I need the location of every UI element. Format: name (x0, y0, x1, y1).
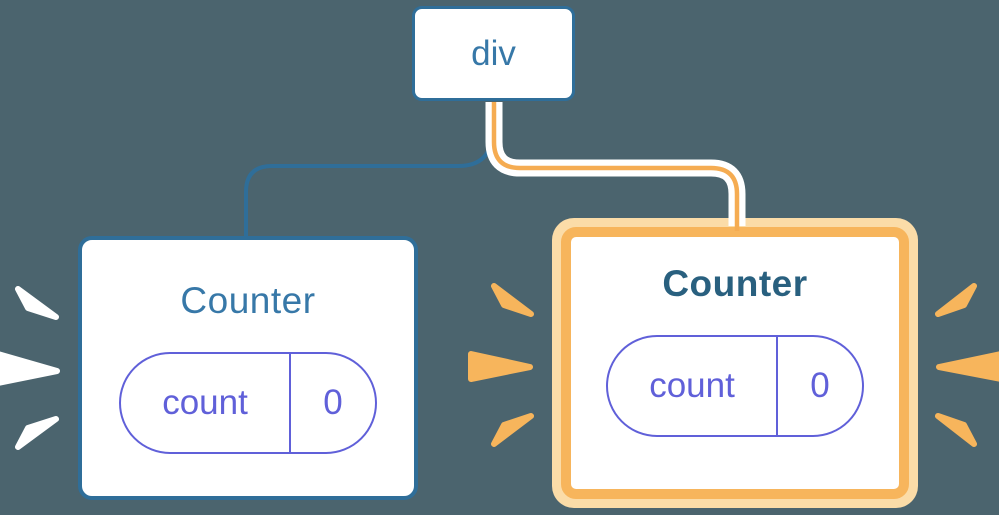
counter-card-left: Counter count 0 (78, 236, 418, 500)
edge-root-to-right-counter-halo (485, 102, 746, 226)
tree-root-node: div (412, 6, 575, 101)
root-node-label: div (471, 33, 516, 73)
counter-title-left: Counter (180, 280, 316, 321)
burst-mark (935, 283, 977, 317)
burst-mark (0, 351, 60, 386)
counter-card-right-highlight-ring: Counter count 0 (552, 218, 918, 508)
burst-mark (468, 351, 533, 382)
counter-title-right: Counter (662, 263, 808, 304)
burst-mark (491, 283, 534, 317)
counter-card-right: Counter count 0 (561, 227, 909, 499)
edge-root-to-right-counter (491, 102, 740, 231)
burst-mark (15, 416, 59, 450)
state-value-left: 0 (323, 383, 343, 422)
burst-mark (936, 351, 999, 382)
state-value-right: 0 (810, 366, 830, 405)
state-pill-left: count 0 (119, 352, 377, 454)
state-key-left: count (121, 354, 291, 452)
burst-mark (935, 413, 977, 447)
state-key-right: count (608, 337, 778, 435)
state-pill-right: count 0 (606, 335, 864, 437)
burst-mark (491, 413, 534, 447)
burst-mark (15, 286, 59, 320)
edge-root-to-left-counter (244, 102, 494, 238)
